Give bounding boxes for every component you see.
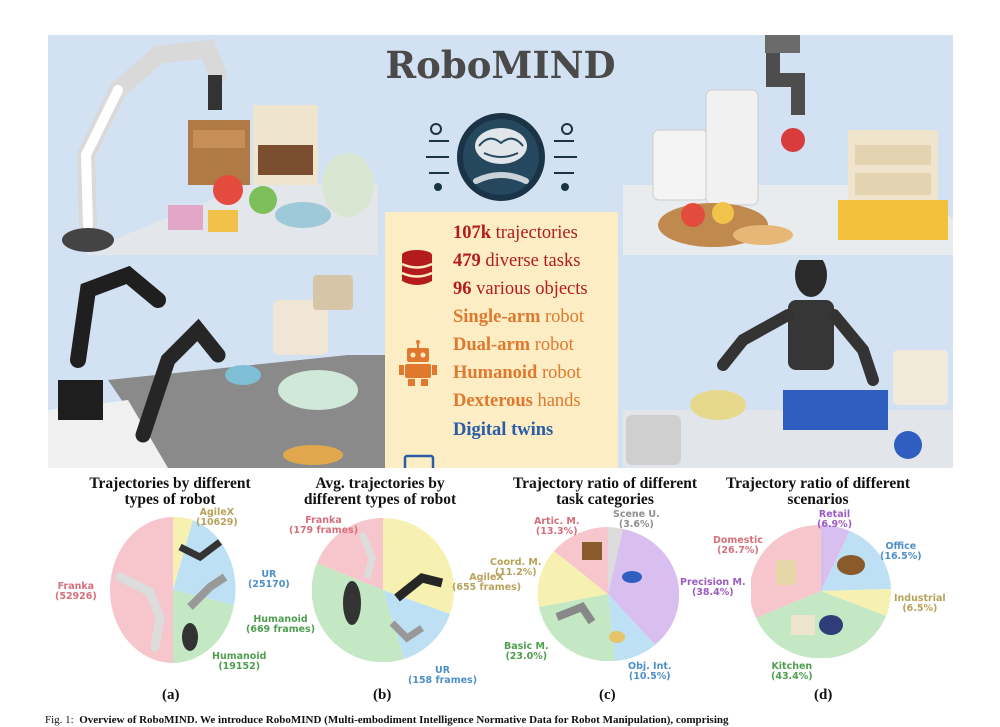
pie-slice-label: Coord. M.(11.2%) <box>490 557 542 578</box>
laptop-icon <box>403 454 435 468</box>
chart-a-label: (a) <box>162 687 180 703</box>
pie-slice-label: Artic. M.(13.3%) <box>534 516 580 537</box>
chart-a-pie <box>110 517 236 663</box>
pie-slice-label: Retail(6.9%) <box>817 509 853 530</box>
pie-slice-label: Obj. Int.(10.5%) <box>628 661 672 682</box>
chart-d-pie <box>751 525 891 658</box>
pie-slice-label: Office(16.5%) <box>880 541 922 562</box>
stat-item: 96 various objects <box>453 279 588 299</box>
pie-slice-label: AgileX(655 frames) <box>452 572 522 593</box>
franka-scene-photo <box>62 39 378 255</box>
pie-slice-label: UR(25170) <box>248 569 290 590</box>
overview-banner: RoboMIND <box>48 35 953 468</box>
chart-b-label: (b) <box>373 687 392 703</box>
pie-slice-label: Scene U.(3.6%) <box>613 509 660 530</box>
stat-item: Digital twins <box>453 420 554 440</box>
ur-scene-photo <box>623 35 953 255</box>
pie-slice-label: Precision M.(38.4%) <box>680 577 746 598</box>
pie-slice-label: Domestic(26.7%) <box>713 535 763 556</box>
chart-d-label: (d) <box>814 687 833 703</box>
pie-slice-label: Industrial(6.5%) <box>894 593 946 614</box>
stat-item: Dexterous hands <box>453 391 581 411</box>
stat-item: Humanoid robot <box>453 363 581 383</box>
stat-item: 479 diverse tasks <box>453 251 581 271</box>
pie-slice-label: AgileX(10629) <box>196 507 238 528</box>
chart-c-label: (c) <box>599 687 616 703</box>
stat-item: Single-arm robot <box>453 307 585 327</box>
brain-logo <box>426 113 577 201</box>
stats-panel: 107k trajectories 479 diverse tasks 96 var… <box>385 212 618 468</box>
pie-slice-label: Franka(179 frames) <box>289 515 359 536</box>
chart-c-pie <box>537 527 679 661</box>
humanoid-scene-photo <box>623 260 953 468</box>
pie-slice-label: Humanoid(669 frames) <box>246 614 316 635</box>
agilex-scene-photo <box>48 265 388 468</box>
stat-item: Dual-arm robot <box>453 335 574 355</box>
database-icon <box>401 250 433 285</box>
stat-item: 107k trajectories <box>453 223 578 243</box>
chart-b-pie <box>312 518 454 662</box>
pie-slice-label: Humanoid(19152) <box>212 651 267 672</box>
pie-slice-label: Kitchen(43.4%) <box>771 661 813 682</box>
pie-slice-label: UR(158 frames) <box>408 665 478 686</box>
robot-icon <box>399 340 437 386</box>
pie-slice-label: Franka(52926) <box>55 581 97 602</box>
pie-slice-label: Basic M.(23.0%) <box>504 641 549 662</box>
page-title: RoboMIND <box>385 43 616 87</box>
figure-caption: Fig. 1: Overview of RoboMIND. We introdu… <box>45 714 729 726</box>
